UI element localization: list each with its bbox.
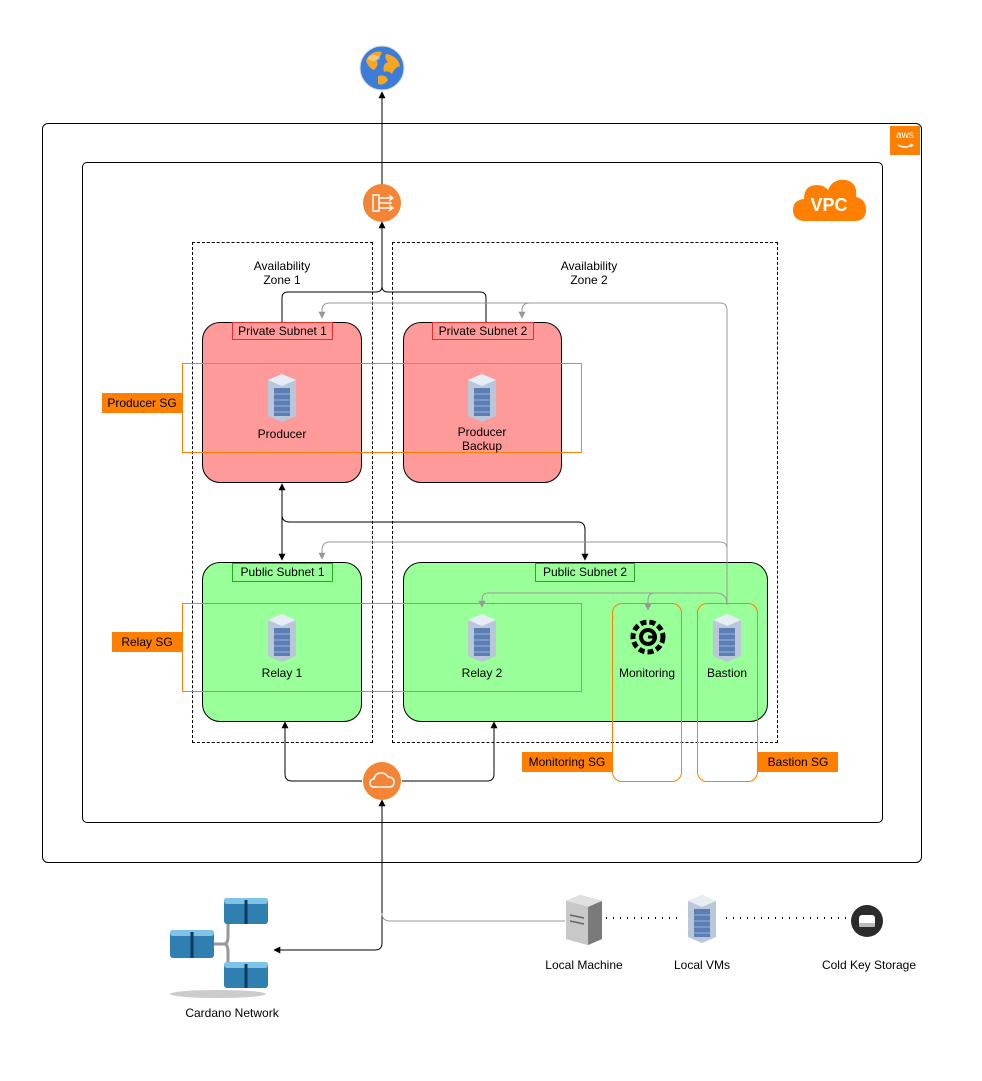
public-subnet-1-tag: Public Subnet 1 — [232, 563, 333, 582]
public-subnet-2-tag: Public Subnet 2 — [535, 563, 635, 582]
bastion-sg-label: Bastion SG — [758, 752, 838, 772]
monitoring-label: Monitoring — [618, 666, 676, 680]
bastion-label: Bastion — [706, 666, 748, 680]
availability-zone-1 — [192, 242, 373, 743]
monitoring-sg-label: Monitoring SG — [522, 752, 612, 772]
relay1-server-icon — [262, 612, 302, 662]
producer-label: Producer — [257, 427, 307, 441]
az1-label: Availability Zone 1 — [253, 259, 311, 287]
private-subnet-1-tag: Private Subnet 1 — [232, 322, 333, 340]
cold-key-storage-label: Cold Key Storage — [821, 958, 917, 972]
cold-key-storage-icon — [850, 904, 884, 938]
nat-gateway-icon — [362, 183, 402, 223]
grafana-icon — [628, 615, 668, 657]
relay2-server-icon — [462, 612, 502, 662]
producer-backup-label: Producer Backup — [457, 425, 507, 453]
producer-backup-server-icon — [462, 372, 502, 422]
monitoring-sg-box — [612, 603, 682, 782]
az2-label: Availability Zone 2 — [560, 259, 618, 287]
producer-sg-label: Producer SG — [102, 393, 182, 413]
producer-server-icon — [262, 372, 302, 422]
internet-globe-icon — [358, 44, 406, 92]
relay-sg-label: Relay SG — [112, 632, 182, 652]
public-subnet-2 — [403, 562, 768, 722]
vpc-container — [82, 162, 883, 823]
relay1-label: Relay 1 — [261, 666, 303, 680]
local-machine-label: Local Machine — [545, 958, 623, 972]
aws-logo-text: aws — [896, 130, 914, 141]
cardano-network-label: Cardano Network — [185, 1006, 279, 1020]
availability-zone-2 — [392, 242, 778, 743]
local-machine-icon — [562, 893, 606, 945]
private-subnet-2-tag: Private Subnet 2 — [432, 322, 534, 340]
vpc-cloud-icon: VPC — [790, 175, 868, 223]
local-vms-icon — [682, 893, 722, 943]
aws-logo-icon: aws — [890, 126, 920, 155]
internet-gateway-icon — [362, 761, 402, 801]
relay2-label: Relay 2 — [461, 666, 503, 680]
relay-sg-box — [182, 603, 582, 692]
aws-cloud-container — [42, 123, 922, 863]
local-vms-label: Local VMs — [673, 958, 731, 972]
bastion-sg-box — [697, 603, 758, 782]
vpc-label: VPC — [810, 195, 848, 215]
producer-sg-box — [182, 363, 582, 453]
bastion-server-icon — [707, 612, 747, 662]
cardano-network-icon — [166, 896, 272, 1000]
